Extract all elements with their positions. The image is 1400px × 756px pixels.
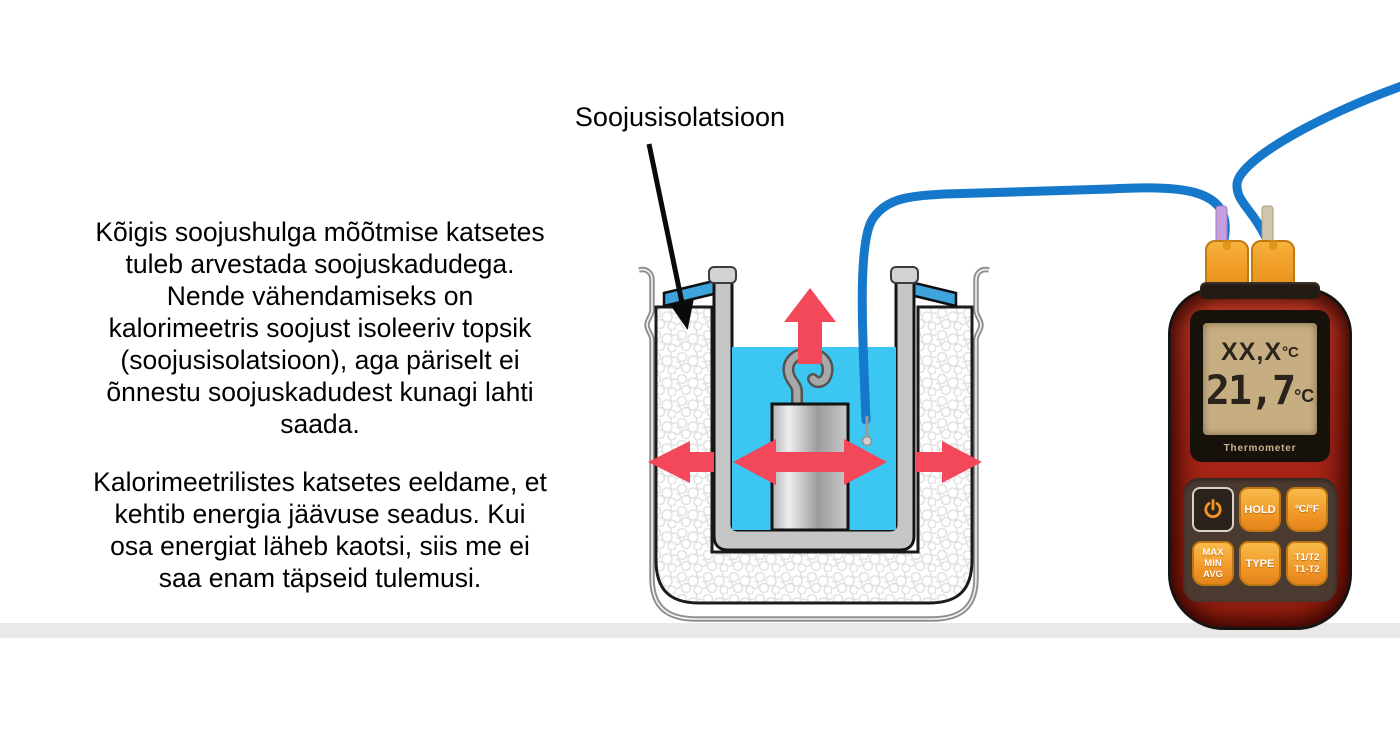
probe-wire-left [857,183,1230,425]
lcd-reading-1-value: XX,X [1221,338,1283,366]
text-line: Nende vähendamiseks on [166,281,474,311]
button-label-line: T1/T2 [1294,552,1320,564]
heat-arrow-horizontal [733,439,887,485]
text-line: saada. [280,409,360,439]
text-line: Kalorimeetrilistes katsetes eeldame, et [93,467,547,497]
paragraph-1: Kõigis soojushulga mõõtmise katsetes tul… [10,216,630,440]
text-line: Kõigis soojushulga mõõtmise katsetes [95,217,545,247]
thermometer-device: XX,X°C 21,7°C Thermometer HOLD °C/°F MAX… [1168,206,1352,630]
insulation-pointer-arrow [646,143,694,330]
cup-rim-cap-right [890,266,919,284]
hold-button: HOLD [1239,487,1281,532]
power-button [1192,487,1234,532]
text-line: osa energiat läheb kaotsi, siis me ei [110,531,530,561]
lcd-display: XX,X°C 21,7°C [1203,323,1317,435]
description-text: Kõigis soojushulga mõõtmise katsetes tul… [10,216,630,620]
type-button: TYPE [1239,541,1281,586]
t1-t2-button: T1/T2 T1-T2 [1286,541,1328,586]
foam-insulation [654,305,974,605]
display-bezel: XX,X°C 21,7°C Thermometer [1190,310,1330,462]
cup-rim-cap-left [708,266,737,284]
insulation-label: Soojusisolatsioon [574,102,786,132]
device-brand-label: Thermometer [1223,443,1297,454]
celsius-fahrenheit-button: °C/°F [1286,487,1328,532]
button-label-line: MIN [1204,557,1222,569]
lcd-reading-1-unit: °C [1282,344,1299,361]
text-line: õnnestu soojuskadudest kunagi lahti [106,377,534,407]
text-line: kalorimeetris soojust isoleeriv topsik [108,313,532,343]
lcd-reading-1: XX,X°C [1203,338,1317,367]
text-line: saa enam täpseid tulemusi. [158,563,482,593]
text-line: kehtib energia jäävuse seadus. Kui [114,499,526,529]
button-label-line: MAX [1202,546,1224,558]
beaker-sheen [638,268,990,620]
probe-tip-bead [861,435,873,447]
thermometer-vent [1200,282,1320,299]
heat-arrow-up [784,288,836,364]
paragraph-2: Kalorimeetrilistes katsetes eeldame, et … [10,466,630,594]
button-panel: HOLD °C/°F MAX MIN AVG TYPE T1/T2 T1-T2 [1183,478,1337,602]
probe-wire-right [1232,81,1400,245]
power-icon [1204,498,1222,518]
text-line: tuleb arvestada soojuskadudega. [125,249,515,279]
lcd-reading-2-value: 21,7 [1205,368,1296,414]
text-line: (soojusisolatsioon), aga päriselt ei [120,345,520,375]
lcd-reading-2-unit: °C [1294,386,1315,406]
max-min-avg-button: MAX MIN AVG [1192,541,1234,586]
heat-arrow-right [916,441,982,483]
lcd-reading-2: 21,7°C [1203,371,1317,411]
button-label-line: AVG [1203,569,1223,581]
heat-arrow-left [648,441,714,483]
table-surface [0,623,1400,638]
button-label-line: T1-T2 [1294,563,1320,575]
